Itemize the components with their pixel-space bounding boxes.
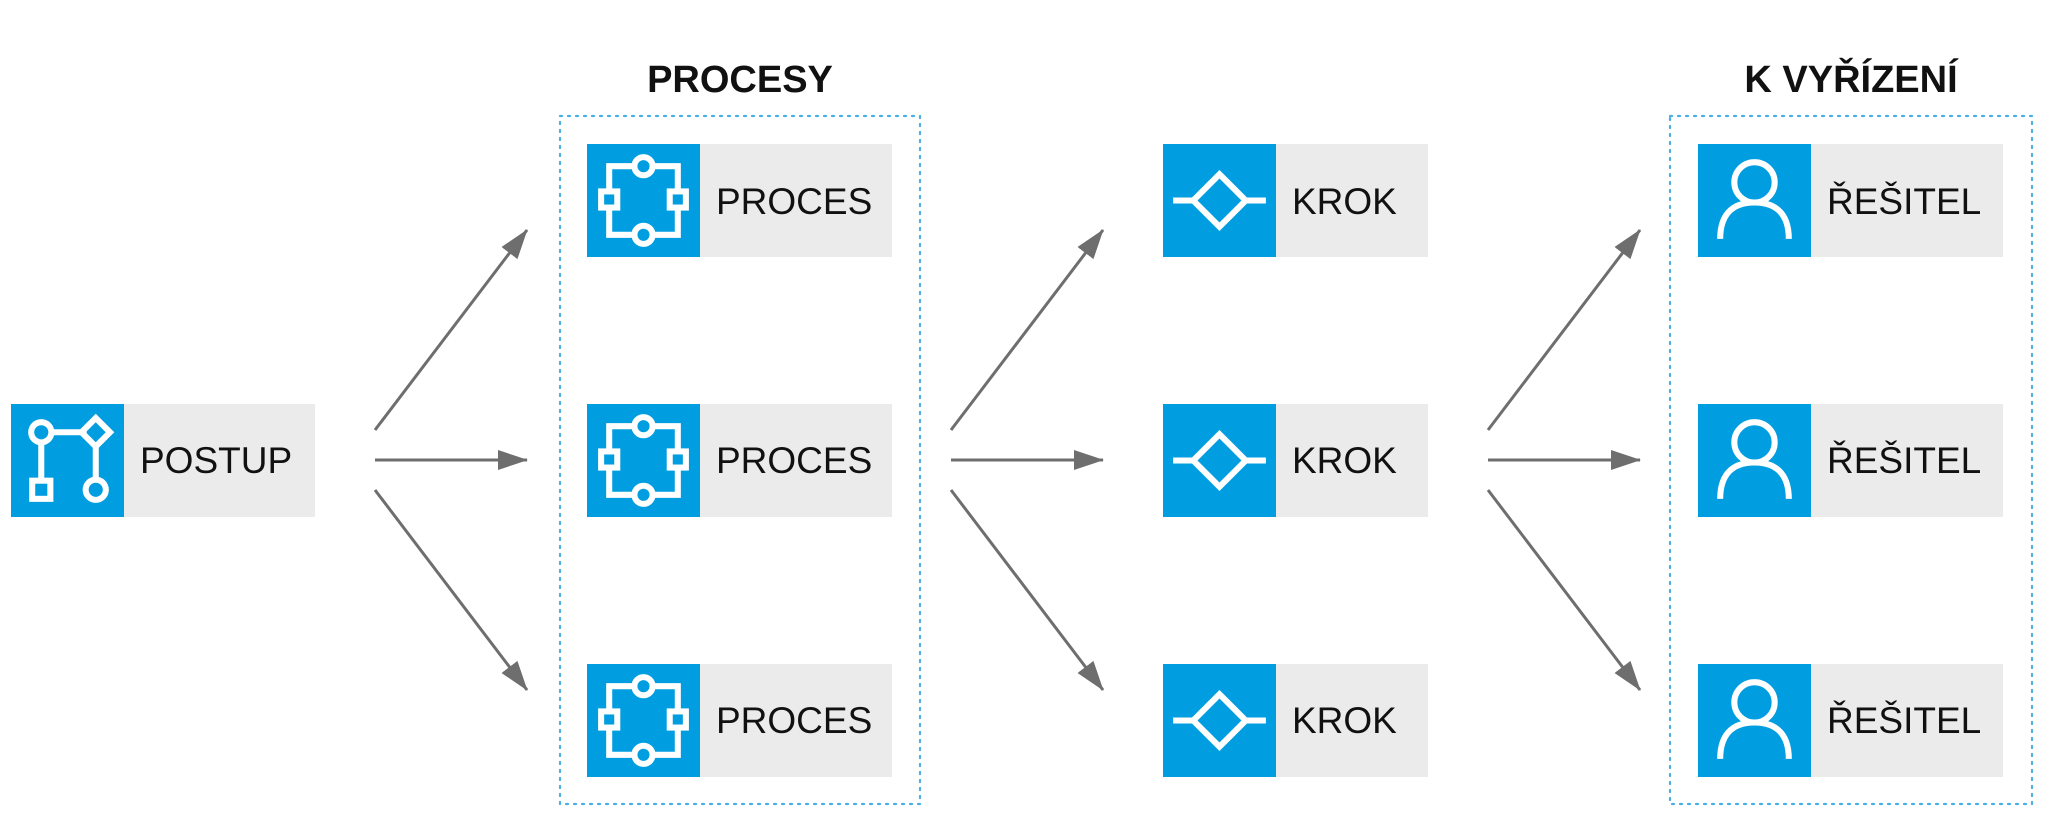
node-step-1-label: KROK — [1292, 181, 1397, 222]
arrow-step-to-resolver-3 — [1486, 489, 1642, 691]
node-step-3: KROK — [1163, 664, 1428, 777]
arrow-postup-to-process-3 — [373, 489, 529, 691]
arrow-process-to-step-1 — [949, 229, 1105, 431]
node-process-2-label: PROCES — [716, 440, 872, 481]
node-resolver-1: ŘEŠITEL — [1698, 144, 2003, 257]
node-process-1: PROCES — [587, 144, 892, 257]
node-resolver-2-label: ŘEŠITEL — [1827, 440, 1981, 481]
node-step-2-label: KROK — [1292, 440, 1397, 481]
node-step-2: KROK — [1163, 404, 1428, 517]
arrow-step-to-resolver-1 — [1486, 229, 1642, 431]
node-process-2: PROCES — [587, 404, 892, 517]
processes-group-title: PROCESY — [647, 59, 833, 101]
processes-group-box — [558, 114, 922, 806]
arrow-process-to-step-3 — [949, 489, 1105, 691]
node-resolver-1-label: ŘEŠITEL — [1827, 181, 1981, 222]
node-resolver-2: ŘEŠITEL — [1698, 404, 2003, 517]
node-step-3-label: KROK — [1292, 700, 1397, 741]
pending-group-box — [1668, 114, 2034, 806]
node-step-1: KROK — [1163, 144, 1428, 257]
node-postup-label: POSTUP — [140, 440, 292, 481]
node-postup: POSTUP — [11, 404, 315, 517]
node-process-1-label: PROCES — [716, 181, 872, 222]
node-resolver-3: ŘEŠITEL — [1698, 664, 2003, 777]
node-process-3: PROCES — [587, 664, 892, 777]
node-process-3-label: PROCES — [716, 700, 872, 741]
node-resolver-3-label: ŘEŠITEL — [1827, 700, 1981, 741]
pending-group-title: K VYŘÍZENÍ — [1744, 57, 1959, 101]
arrow-postup-to-process-1 — [373, 229, 529, 431]
